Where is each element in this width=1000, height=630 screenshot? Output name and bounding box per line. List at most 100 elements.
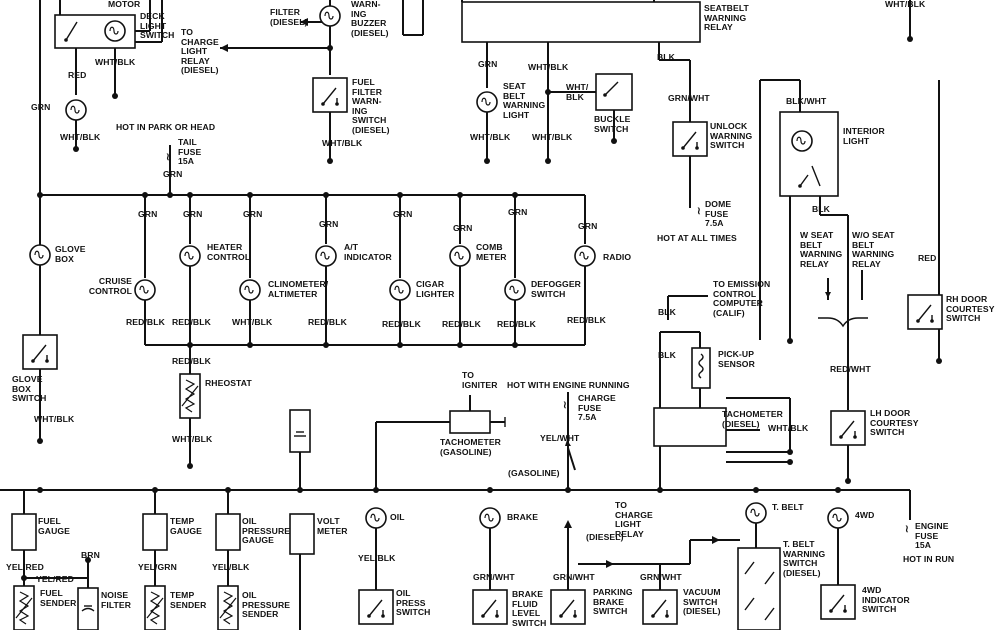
label-oil: OIL xyxy=(390,512,405,522)
label-red-a: RED xyxy=(68,70,87,80)
label-wht-blk-b: WHT/BLK xyxy=(322,138,363,148)
label-4wd: 4WD xyxy=(855,510,875,520)
label-defogger-switch: DEFOGGER SWITCH xyxy=(531,279,581,299)
label-unlock-warning-switch: UNLOCK WARNING SWITCH xyxy=(710,121,753,151)
oil-pressure-gauge-box xyxy=(215,513,241,551)
label-to-charge-light-relay-diesel: TO CHARGE LIGHT RELAY (DIESEL) xyxy=(181,27,219,76)
label-oil-pressure-gauge: OIL PRESSURE GAUGE xyxy=(242,516,291,546)
label-tail-fuse: TAIL FUSE 15A xyxy=(178,137,202,167)
volt-meter-box xyxy=(289,513,315,555)
label-parking-brake-switch: PARKING BRAKE SWITCH xyxy=(593,587,633,617)
label-oil-pressure-sender: OIL PRESSURE SENDER xyxy=(242,590,291,620)
label-at-indicator: A/T INDICATOR xyxy=(344,242,392,262)
deck-light-bulb-icon xyxy=(65,99,87,121)
label-seat-belt-warning-light: SEAT BELT WARNING LIGHT xyxy=(503,81,546,120)
4wd-indicator-light-icon xyxy=(827,507,849,529)
rh-door-courtesy-switch-icon xyxy=(907,294,943,330)
fuel-sender-icon xyxy=(13,585,35,630)
svg-text:≀: ≀ xyxy=(905,524,909,535)
label-grn-a: GRN xyxy=(31,102,51,112)
label-hot-with-engine-running: HOT WITH ENGINE RUNNING xyxy=(507,380,630,390)
label-red-blk-6: RED/BLK xyxy=(497,319,536,329)
fuel-gauge-box xyxy=(11,513,37,551)
t-belt-warning-light-icon xyxy=(745,502,767,524)
label-red-blk-rheo: RED/BLK xyxy=(172,356,211,366)
label-fuel-sender: FUEL SENDER xyxy=(40,588,77,608)
svg-text:≀: ≀ xyxy=(166,152,170,163)
label-wht-blk-i: WHT/BLK xyxy=(172,434,213,444)
label-radio: RADIO xyxy=(603,252,632,262)
label-buckle-switch: BUCKLE SWITCH xyxy=(594,114,631,134)
label-wht-blk-g: WHT/BLK xyxy=(232,317,273,327)
label-dome-fuse: DOME FUSE 7.5A xyxy=(705,199,732,229)
label-diesel: (DIESEL) xyxy=(586,532,624,542)
label-grn-c5: GRN xyxy=(393,209,413,219)
label-wht-blk-seat: WHT/BLK xyxy=(470,132,511,142)
label-grn-wht-a: GRN/WHT xyxy=(668,93,710,103)
label-wht-blk-f: WHT/ BLK xyxy=(566,82,589,102)
label-pick-up-sensor: PICK-UP SENSOR xyxy=(718,349,755,369)
label-fuel-gauge: FUEL GAUGE xyxy=(38,516,71,536)
label-t-belt: T. BELT xyxy=(772,502,804,512)
rheostat-icon xyxy=(179,373,201,419)
ground-icon xyxy=(37,438,43,444)
label-tachometer-gasoline: TACHOMETER (GASOLINE) xyxy=(440,437,501,457)
label-wht-blk-top-right: WHT/BLK xyxy=(885,0,926,9)
label-red-blk-1: RED/BLK xyxy=(126,317,165,327)
buckle-switch-box xyxy=(595,73,633,111)
label-t-belt-warning-switch: T. BELT WARNING SWITCH (DIESEL) xyxy=(783,539,826,578)
brake-warning-light-icon xyxy=(479,507,501,529)
label-comb-meter: COMB METER xyxy=(476,242,507,262)
svg-text:≀: ≀ xyxy=(697,206,701,217)
label-4wd-indicator-switch: 4WD INDICATOR SWITCH xyxy=(862,585,910,615)
label-to-igniter: TO IGNITER xyxy=(462,370,498,390)
label-noise-filter: NOISE FILTER xyxy=(101,590,132,610)
label-rheostat: RHEOSTAT xyxy=(205,378,252,388)
label-red-wht: RED/WHT xyxy=(830,364,871,374)
tachometer-gasoline-box xyxy=(449,410,491,434)
glove-box-bulb-icon xyxy=(29,244,51,266)
label-red-blk-7: RED/BLK xyxy=(567,315,606,325)
4wd-indicator-switch-icon xyxy=(820,584,856,620)
seatbelt-warning-relay-box xyxy=(461,1,701,43)
label-vacuum-switch: VACUUM SWITCH (DIESEL) xyxy=(683,587,721,617)
label-clinometer-altimeter: CLINOMETER/ ALTIMETER xyxy=(268,279,329,299)
label-hot-in-park-or-head: HOT IN PARK OR HEAD xyxy=(116,122,216,132)
label-filter-diesel: FILTER (DIESEL) xyxy=(270,7,308,27)
label-deck-light-switch: DECK LIGHT SWITCH xyxy=(140,11,175,41)
label-grn-c2: GRN xyxy=(183,209,203,219)
t-belt-warning-switch-box xyxy=(737,547,781,630)
label-temp-gauge: TEMP GAUGE xyxy=(170,516,203,536)
label-grn-c6: GRN xyxy=(453,223,473,233)
label-blk-c: BLK xyxy=(658,307,676,317)
label-grn-wht-b: GRN/WHT xyxy=(473,572,515,582)
label-gasoline: (GASOLINE) xyxy=(508,468,560,478)
label-red-blk-2: RED/BLK xyxy=(172,317,211,327)
label-cigar-lighter: CIGAR LIGHTER xyxy=(416,279,455,299)
label-red-b: RED xyxy=(918,253,937,263)
label-charge-fuse: CHARGE FUSE 7.5A xyxy=(578,393,616,423)
label-grn-wht-d: GRN/WHT xyxy=(640,572,682,582)
label-red-blk-5: RED/BLK xyxy=(442,319,481,329)
label-grn-c8: GRN xyxy=(578,221,598,231)
label-yel-wht: YEL/WHT xyxy=(540,433,580,443)
oil-pressure-sender-icon xyxy=(217,585,239,630)
label-brake: BRAKE xyxy=(507,512,539,522)
parking-brake-switch-icon xyxy=(550,589,586,625)
label-wht-blk-c: WHT/BLK xyxy=(60,132,101,142)
interior-light-bulb-icon xyxy=(791,130,813,152)
label-fuel-filter-warning-switch: FUEL FILTER WARN- ING SWITCH (DIESEL) xyxy=(352,77,390,135)
label-heater-control: HEATER CONTROL xyxy=(207,242,251,262)
label-engine-fuse: ENGINE FUSE 15A xyxy=(915,521,949,551)
label-blk-b: BLK xyxy=(812,204,830,214)
label-cruise-control: CRUISE CONTROL xyxy=(88,276,132,296)
label-red-blk-3: RED/BLK xyxy=(308,317,347,327)
label-tachometer-diesel: TACHOMETER (DIESEL) xyxy=(722,409,783,429)
label-brn: BRN xyxy=(81,550,100,560)
label-glove-box-switch: GLOVE BOX SWITCH xyxy=(12,374,47,404)
label-to-charge-light-relay: TO CHARGE LIGHT RELAY xyxy=(615,500,653,539)
label-grn-wht-c: GRN/WHT xyxy=(553,572,595,582)
label-volt-meter: VOLT METER xyxy=(317,516,348,536)
tachometer-diesel-box xyxy=(653,407,727,447)
